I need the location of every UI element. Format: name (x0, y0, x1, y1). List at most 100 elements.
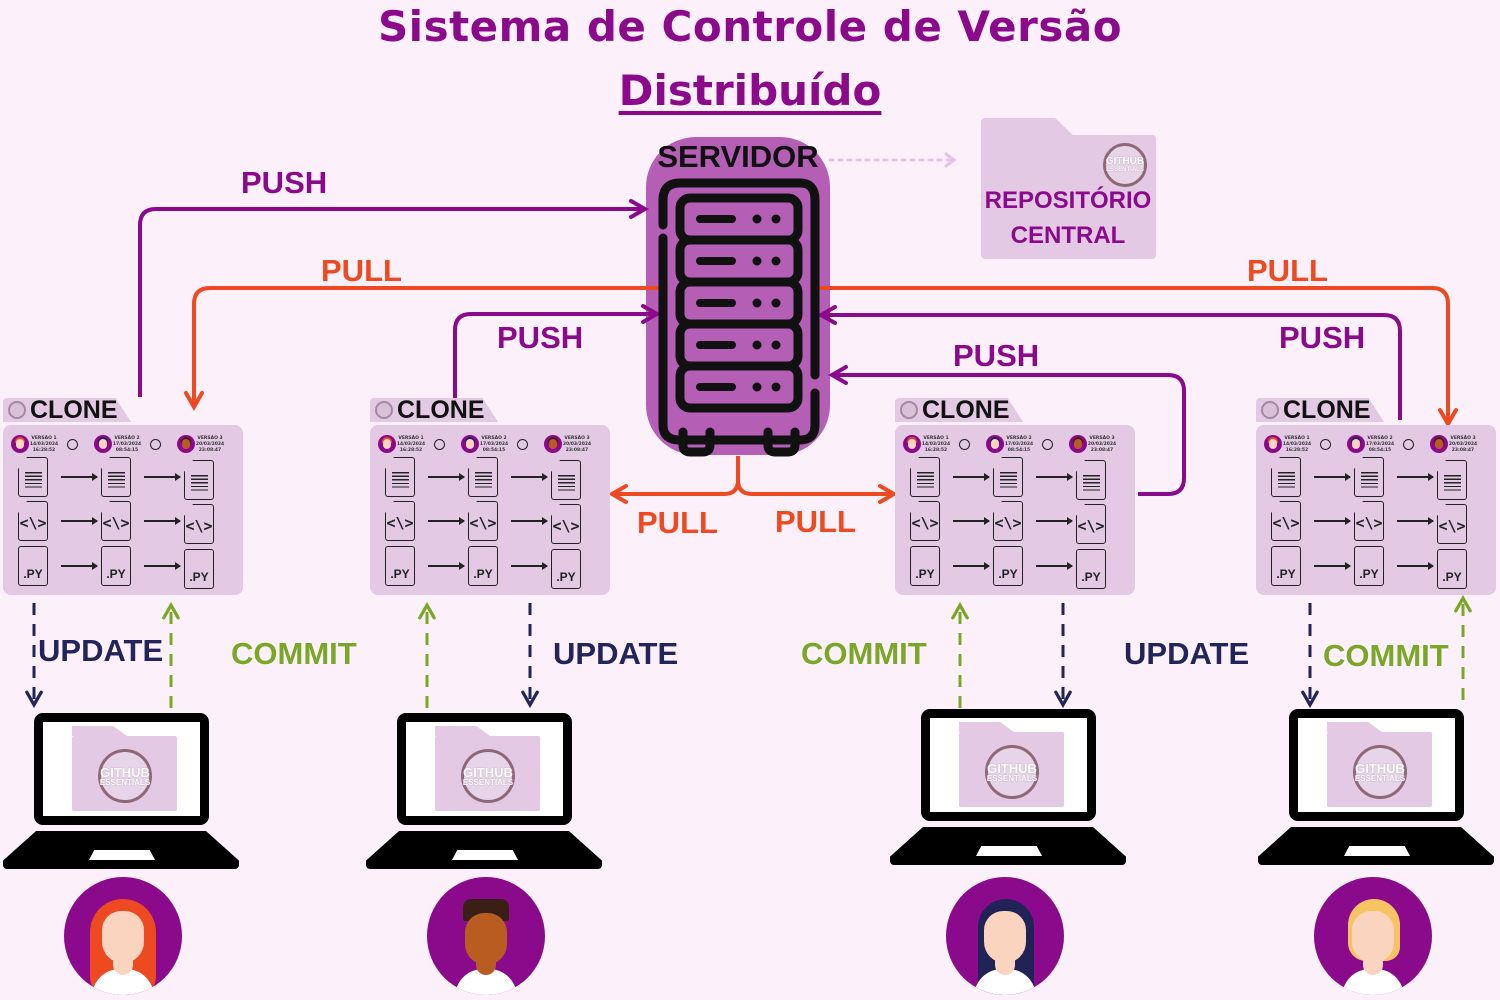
version-name: VERSÃO 3 (564, 436, 590, 441)
logo-text-line1: GITHUB (100, 764, 150, 780)
server-led-group (696, 214, 781, 392)
version-name: VERSÃO 2 (114, 436, 140, 441)
python-file-icon[interactable]: .PY (18, 546, 48, 586)
python-file-icon[interactable]: .PY (1271, 546, 1301, 586)
code-file-icon[interactable]: <\> (993, 501, 1023, 541)
avatar-face (465, 913, 507, 965)
push-arrow-client3 (827, 365, 1186, 496)
text-lines (108, 472, 125, 490)
version-author-avatar (986, 435, 1004, 453)
version-progression-arrow (1397, 473, 1434, 480)
pull-arrow-client2 (607, 456, 740, 504)
version-progression-arrow (511, 473, 548, 480)
version-date: 20/03/2024 (195, 442, 225, 447)
document-icon[interactable] (1271, 457, 1301, 497)
python-file-icon[interactable]: .PY (1354, 546, 1384, 586)
github-essentials-logo-icon (375, 401, 393, 419)
py-glyph: .PY (106, 567, 126, 581)
python-file-icon[interactable]: .PY (1076, 549, 1106, 589)
py-glyph: .PY (556, 570, 576, 584)
clock-icon (517, 439, 528, 450)
python-file-icon[interactable]: .PY (1437, 549, 1467, 589)
document-icon[interactable] (1076, 460, 1106, 500)
document-icon[interactable] (1354, 457, 1384, 497)
code-file-icon[interactable]: <\> (910, 501, 940, 541)
logo-text-line1: GITHUB (987, 760, 1037, 776)
text-lines (1083, 475, 1100, 493)
commit-label: COMMIT (231, 636, 357, 671)
version-progression-arrow (1314, 517, 1351, 524)
version-progression-arrow (953, 473, 990, 480)
version-time: 08:54:15 (1368, 448, 1392, 453)
py-glyph: .PY (189, 570, 209, 584)
version-progression-arrow (1397, 517, 1434, 524)
document-icon[interactable] (18, 457, 48, 497)
python-file-icon[interactable]: .PY (468, 546, 498, 586)
code-file-icon[interactable]: <\> (1437, 504, 1467, 544)
document-icon[interactable] (184, 460, 214, 500)
update-label: UPDATE (38, 633, 164, 668)
commit-label: COMMIT (1323, 638, 1449, 673)
document-icon[interactable] (468, 457, 498, 497)
document-icon[interactable] (101, 457, 131, 497)
code-file-icon[interactable]: <\> (468, 501, 498, 541)
version-progression-arrow (1314, 473, 1351, 480)
code-glyph: <\> (1077, 517, 1105, 535)
github-essentials-logo-icon (900, 401, 918, 419)
document-icon[interactable] (910, 457, 940, 497)
version-author-avatar (94, 435, 112, 453)
code-file-icon[interactable]: <\> (1354, 501, 1384, 541)
user-avatar[interactable] (64, 877, 182, 995)
local-repo-folder-tab (435, 726, 490, 736)
python-file-icon[interactable]: .PY (993, 546, 1023, 586)
code-glyph: <\> (911, 514, 939, 532)
python-file-icon[interactable]: .PY (184, 549, 214, 589)
code-file-icon[interactable]: <\> (101, 501, 131, 541)
user-avatar[interactable] (946, 877, 1064, 995)
push-label: PUSH (241, 165, 328, 200)
version-date: 17/03/2024 (112, 442, 142, 447)
clone-label: CLONE (397, 396, 485, 424)
code-file-icon[interactable]: <\> (551, 504, 581, 544)
clock-icon (434, 439, 445, 450)
code-glyph: <\> (1355, 514, 1383, 532)
python-file-icon[interactable]: .PY (385, 546, 415, 586)
code-glyph: <\> (1438, 517, 1466, 535)
version-date: 14/03/2024 (29, 442, 59, 447)
version-progression-arrow (61, 473, 98, 480)
document-icon[interactable] (385, 457, 415, 497)
push-label: PUSH (497, 320, 584, 355)
user-avatar[interactable] (427, 877, 545, 995)
user-avatar[interactable] (1314, 877, 1432, 995)
python-file-icon[interactable]: .PY (101, 546, 131, 586)
pull-arrow-client3 (736, 479, 899, 504)
version-date: 14/03/2024 (396, 442, 426, 447)
python-file-icon[interactable]: .PY (910, 546, 940, 586)
version-time: 23:08:47 (198, 448, 222, 453)
version-time: 16:28:52 (32, 448, 56, 453)
version-author-avatar (903, 435, 921, 453)
py-glyph: .PY (23, 567, 43, 581)
code-file-icon[interactable]: <\> (184, 504, 214, 544)
code-file-icon[interactable]: <\> (385, 501, 415, 541)
document-icon[interactable] (551, 460, 581, 500)
version-time: 08:54:15 (482, 448, 506, 453)
code-file-icon[interactable]: <\> (18, 501, 48, 541)
code-file-icon[interactable]: <\> (1271, 501, 1301, 541)
python-file-icon[interactable]: .PY (551, 549, 581, 589)
laptop-trackpad (1344, 846, 1410, 856)
code-file-icon[interactable]: <\> (1076, 504, 1106, 544)
logo-text-line2: ESSENTIALS (99, 777, 151, 787)
clone-label: CLONE (30, 396, 118, 424)
version-author-avatar (1347, 435, 1365, 453)
document-icon[interactable] (993, 457, 1023, 497)
document-icon[interactable] (1437, 460, 1467, 500)
py-glyph: .PY (1359, 567, 1379, 581)
version-time: 16:28:52 (924, 448, 948, 453)
